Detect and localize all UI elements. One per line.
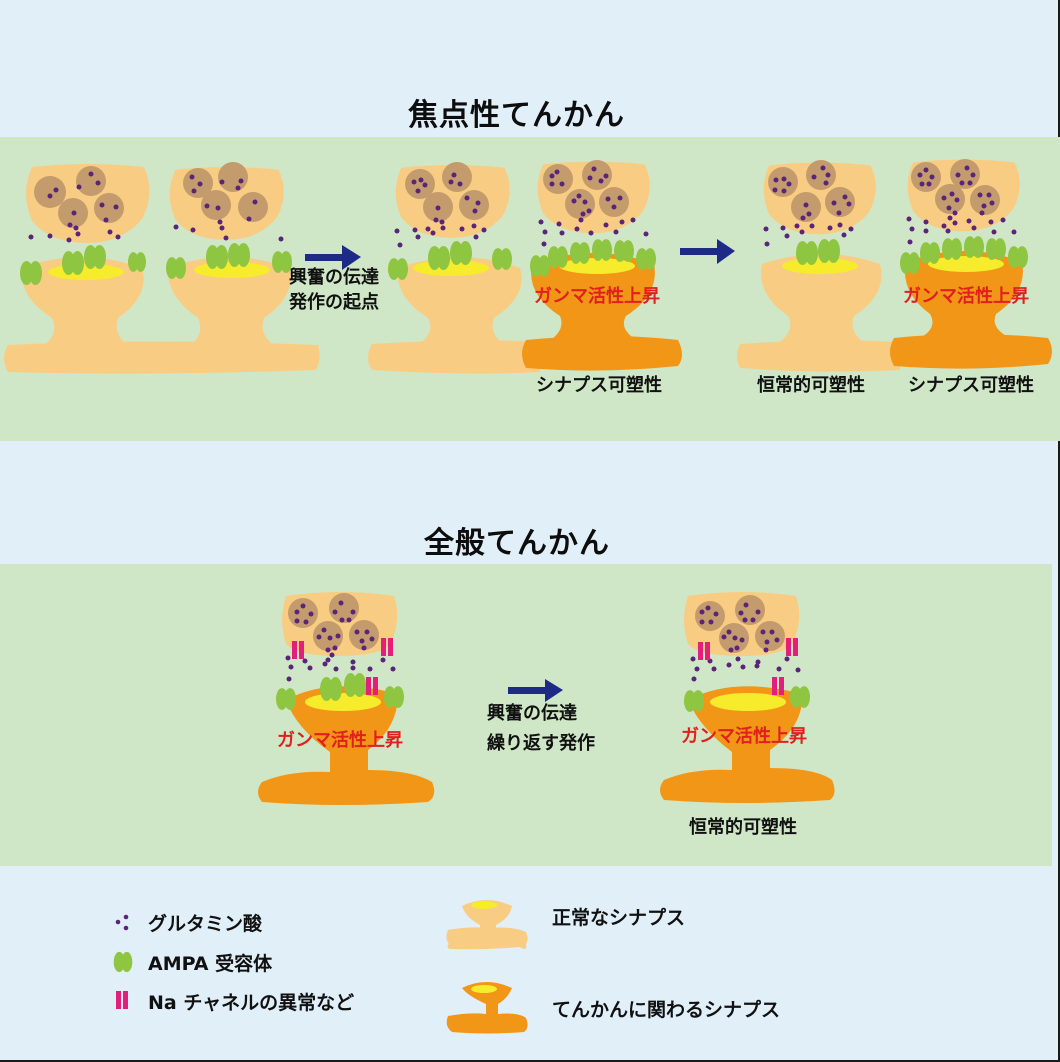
legend-label-na-channel: Na チャネルの異常など xyxy=(148,992,355,1014)
legend-label-normal-synapse: 正常なシナプス xyxy=(552,907,686,929)
generalized-epilepsy-panel xyxy=(0,564,1052,866)
generalized-arrow-caption-line1: 興奮の伝達 xyxy=(487,703,577,724)
synapse-epileptic-g xyxy=(258,592,435,805)
synapse-normal-c xyxy=(388,162,522,346)
focal-arrow-1-caption-line2: 発作の起点 xyxy=(289,292,379,313)
focal-arrow-1-caption-line1: 興奮の伝達 xyxy=(289,267,379,288)
arrow-2 xyxy=(680,239,735,264)
frame-border-right xyxy=(1058,0,1060,1062)
legend-label-epileptic-synapse: てんかんに関わるシナプス xyxy=(552,999,781,1021)
caption-homeostatic-plasticity-focal: 恒常的可塑性 xyxy=(757,375,865,396)
legend-ampa-receptor-icon xyxy=(113,951,133,973)
generalized-arrow-caption-line2: 繰り返す発作 xyxy=(487,733,595,754)
dendrite-normal-1 xyxy=(4,341,320,374)
legend-epileptic-synapse-icon xyxy=(446,982,528,1034)
synapse-epileptic-f xyxy=(900,159,1028,338)
legend-label-glutamate: グルタミン酸 xyxy=(148,913,263,935)
synapse-epileptic-h xyxy=(660,592,835,803)
gamma-activity-label-generalized-1: ガンマ活性上昇 xyxy=(277,730,403,751)
gamma-activity-label-focal-1: ガンマ活性上昇 xyxy=(534,286,660,307)
arrow-3 xyxy=(508,679,563,702)
legend-normal-synapse-icon xyxy=(446,900,528,950)
generalized-epilepsy-title: 全般てんかん xyxy=(424,526,610,561)
gamma-activity-label-focal-2: ガンマ活性上昇 xyxy=(903,286,1029,307)
synapse-normal-b xyxy=(166,162,292,348)
synapse-epileptic-d xyxy=(530,160,656,342)
caption-synaptic-plasticity-1: シナプス可塑性 xyxy=(536,375,662,396)
legend-glutamate-dots-icon xyxy=(115,914,129,931)
arrow-1 xyxy=(305,245,361,270)
focal-epilepsy-title: 焦点性てんかん xyxy=(408,98,625,133)
caption-homeostatic-plasticity-generalized: 恒常的可塑性 xyxy=(689,817,797,838)
caption-synaptic-plasticity-2: シナプス可塑性 xyxy=(908,375,1034,396)
legend-label-ampa: AMPA 受容体 xyxy=(148,953,273,975)
legend-na-channel-icon xyxy=(116,991,128,1009)
gamma-activity-label-generalized-2: ガンマ活性上昇 xyxy=(681,726,807,747)
synapse-normal-e xyxy=(761,160,882,344)
synapse-normal-a xyxy=(20,164,150,348)
frame-border-bottom xyxy=(0,1060,1060,1062)
